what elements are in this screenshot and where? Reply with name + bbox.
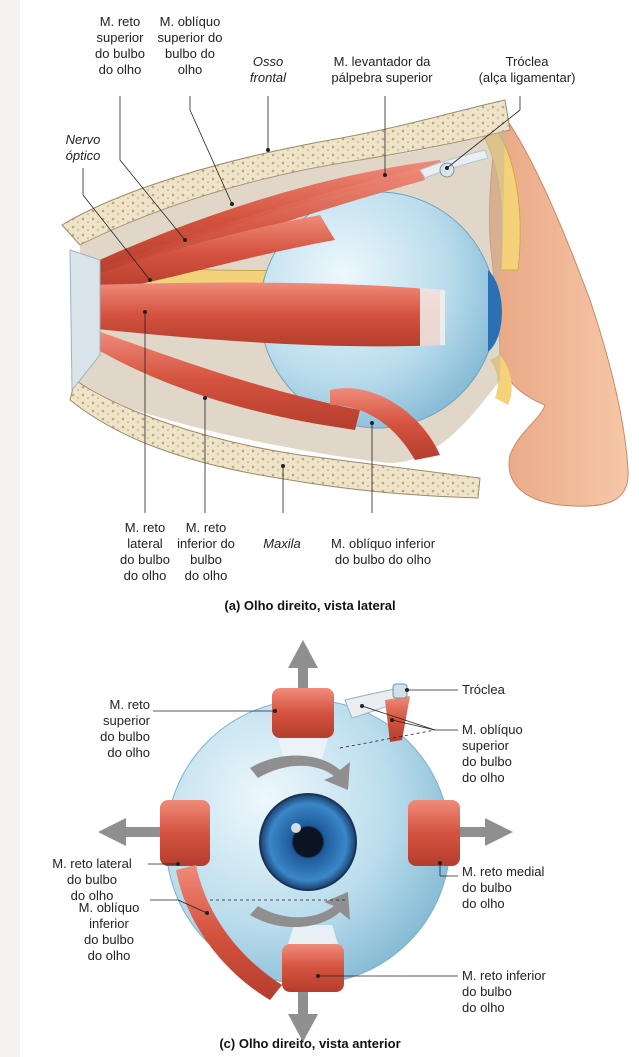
caption-lateral-view: (a) Olho direito, vista lateral bbox=[120, 598, 500, 613]
arrow-down bbox=[288, 985, 318, 1042]
iris-highlight bbox=[291, 823, 301, 833]
label-lateral-trochlea: Tróclea (alça ligamentar) bbox=[462, 54, 592, 86]
label-anterior-superior-oblique: M. oblíquo superior do bulbo do olho bbox=[462, 722, 552, 786]
label-maxilla: Maxila bbox=[252, 536, 312, 552]
label-anterior-lateral-rectus: M. reto lateral do bulbo do olho bbox=[38, 856, 146, 904]
anterior-inferior-rectus-tendon bbox=[288, 925, 338, 944]
anterior-trochlea bbox=[393, 684, 407, 698]
lateral-view bbox=[62, 96, 628, 513]
arrow-right bbox=[455, 818, 513, 846]
lateral-rectus-tendon bbox=[420, 288, 445, 346]
arrow-left bbox=[98, 818, 160, 846]
anterior-superior-rectus bbox=[272, 688, 334, 738]
label-lateral-inferior-rectus: M. reto inferior do bulbo do olho bbox=[166, 520, 246, 584]
label-anterior-trochlea: Tróclea bbox=[462, 682, 542, 698]
anterior-view bbox=[98, 640, 513, 1042]
anterior-medial-rectus bbox=[408, 800, 460, 866]
label-lateral-superior-oblique: M. oblíquo superior do bulbo do olho bbox=[148, 14, 232, 78]
label-lateral-inferior-oblique: M. oblíquo inferior do bulbo do olho bbox=[312, 536, 454, 568]
caption-anterior-view: (c) Olho direito, vista anterior bbox=[120, 1036, 500, 1051]
label-levator: M. levantador da pálpebra superior bbox=[306, 54, 458, 86]
label-anterior-medial-rectus: M. reto medial do bulbo do olho bbox=[462, 864, 582, 912]
label-anterior-inferior-rectus: M. reto inferior do bulbo do olho bbox=[462, 968, 582, 1016]
anterior-lateral-rectus bbox=[160, 800, 210, 866]
anterior-inferior-rectus bbox=[282, 944, 344, 992]
label-anterior-superior-rectus: M. reto superior do bulbo do olho bbox=[60, 697, 150, 761]
label-anterior-inferior-oblique: M. oblíquo inferior do bulbo do olho bbox=[68, 900, 150, 964]
label-frontal-bone: Osso frontal bbox=[238, 54, 298, 86]
label-optic-nerve: Nervo óptico bbox=[52, 132, 114, 164]
